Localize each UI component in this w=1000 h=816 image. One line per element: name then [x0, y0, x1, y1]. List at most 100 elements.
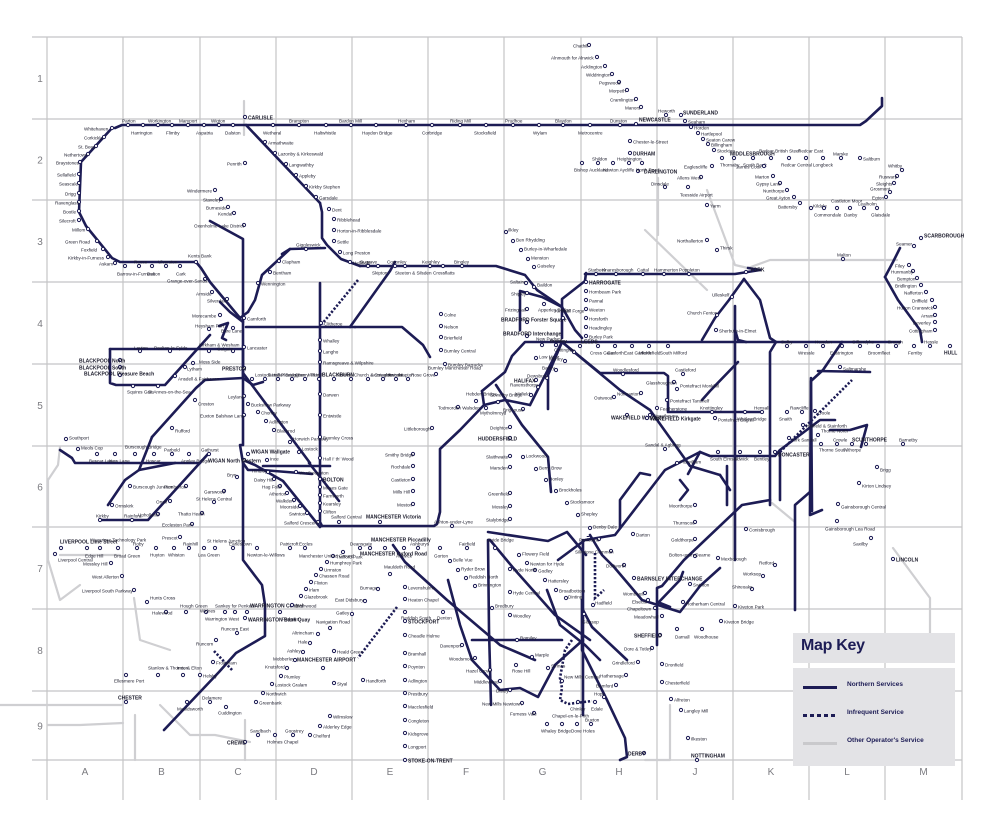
station-marker-icon[interactable]	[117, 364, 123, 370]
station-marker-icon[interactable]	[688, 124, 694, 130]
station[interactable]: Meadowhall	[634, 613, 665, 620]
station-marker-icon[interactable]	[300, 649, 306, 655]
station[interactable]: Micklefield	[639, 343, 661, 356]
station[interactable]: Reddish North	[463, 575, 499, 581]
station[interactable]: Goldthorpe	[671, 536, 698, 543]
station[interactable]: Burscough Junction	[127, 483, 174, 490]
station[interactable]: Meols Cop	[75, 446, 103, 452]
station-marker-icon[interactable]	[112, 260, 118, 266]
station[interactable]: Ravensthorpe	[510, 383, 541, 390]
station[interactable]: Chelford	[307, 732, 331, 739]
station[interactable]: Clifton	[317, 508, 336, 515]
station-marker-icon[interactable]	[890, 556, 896, 562]
station-marker-icon[interactable]	[207, 699, 213, 705]
station-marker-icon[interactable]	[692, 553, 698, 559]
station[interactable]: Knottingley	[700, 406, 723, 415]
station[interactable]: Arnside	[196, 289, 215, 297]
station[interactable]: Cuddington	[218, 704, 242, 716]
station-marker-icon[interactable]	[861, 205, 867, 211]
station-marker-icon[interactable]	[553, 367, 559, 373]
station[interactable]: MANCHESTER Oxford Road	[360, 545, 427, 558]
station[interactable]: Broomfleet	[868, 343, 891, 356]
station[interactable]: Dore & Totley	[624, 645, 655, 652]
station[interactable]: Sowerby Bridge	[490, 393, 523, 405]
station[interactable]: Helsby	[197, 672, 218, 679]
station[interactable]: Shildon	[592, 157, 608, 166]
station[interactable]: Metrocentre	[578, 122, 603, 136]
station-marker-icon[interactable]	[427, 263, 433, 269]
station-marker-icon[interactable]	[249, 376, 255, 382]
station[interactable]: Denton	[437, 609, 452, 621]
station-marker-icon[interactable]	[134, 545, 140, 551]
station-marker-icon[interactable]	[331, 648, 337, 654]
station[interactable]: Ince & Elton	[177, 666, 202, 678]
station-marker-icon[interactable]	[276, 258, 282, 264]
station-marker-icon[interactable]	[155, 672, 161, 678]
station[interactable]: Rochdale	[391, 463, 416, 470]
station-marker-icon[interactable]	[503, 229, 509, 235]
station[interactable]: Brigg	[874, 464, 891, 473]
station[interactable]: Liverpool South Parkway	[82, 587, 137, 594]
station[interactable]: Burneside	[206, 204, 231, 211]
station[interactable]: Eccleston Park	[162, 521, 195, 528]
station[interactable]: Woodhouse	[694, 626, 719, 640]
station-marker-icon[interactable]	[303, 246, 309, 252]
station[interactable]: Sandbach	[250, 729, 271, 738]
station-marker-icon[interactable]	[518, 247, 524, 253]
station-marker-icon[interactable]	[545, 665, 551, 671]
station-marker-icon[interactable]	[225, 204, 231, 210]
station-marker-icon[interactable]	[97, 517, 103, 523]
station-marker-icon[interactable]	[633, 96, 639, 102]
station[interactable]: New Lane	[109, 451, 130, 464]
station[interactable]: Cononley	[387, 260, 407, 269]
station-marker-icon[interactable]	[262, 139, 268, 145]
station-marker-icon[interactable]	[588, 721, 594, 727]
station-marker-icon[interactable]	[529, 654, 535, 660]
station[interactable]: Kirkby Stephen	[303, 183, 341, 190]
station-marker-icon[interactable]	[155, 511, 161, 517]
station[interactable]: MANCHESTER Victoria	[366, 515, 421, 525]
station[interactable]: Navigation Road	[316, 620, 350, 631]
station-marker-icon[interactable]	[241, 412, 247, 418]
station-marker-icon[interactable]	[709, 163, 715, 169]
station[interactable]: Settle	[331, 238, 349, 245]
station[interactable]: Penistone	[579, 536, 602, 543]
station-marker-icon[interactable]	[254, 545, 260, 551]
station[interactable]: Bootle	[63, 208, 82, 215]
station-marker-icon[interactable]	[520, 406, 526, 412]
station-marker-icon[interactable]	[241, 393, 247, 399]
station-marker-icon[interactable]	[507, 589, 513, 595]
station-marker-icon[interactable]	[212, 545, 218, 551]
station-marker-icon[interactable]	[507, 424, 513, 430]
station[interactable]: Chesterfield	[659, 679, 690, 686]
station[interactable]: Widnes	[200, 609, 216, 615]
station-marker-icon[interactable]	[507, 490, 513, 496]
station[interactable]: Trafford Park	[330, 553, 363, 560]
station-marker-icon[interactable]	[613, 682, 619, 688]
station[interactable]: Flimby	[166, 122, 180, 136]
station[interactable]: Roby	[133, 542, 144, 551]
station[interactable]: Ruswarp	[879, 173, 900, 180]
station[interactable]: Teesside Airport	[680, 184, 713, 198]
station-marker-icon[interactable]	[171, 545, 177, 551]
station-marker-icon[interactable]	[487, 667, 493, 673]
station[interactable]: Smithy Bridge	[385, 451, 416, 458]
station-marker-icon[interactable]	[169, 122, 175, 128]
station[interactable]: WARRINGTON Bank Quay	[242, 615, 310, 624]
station[interactable]: DARLINGTON	[635, 168, 678, 176]
station[interactable]: Sherburn-in-Elmet	[713, 327, 757, 334]
station-marker-icon[interactable]	[564, 500, 570, 506]
station-marker-icon[interactable]	[317, 337, 323, 343]
station[interactable]: St Helens Central	[196, 497, 232, 505]
station-marker-icon[interactable]	[293, 172, 299, 178]
station-marker-icon[interactable]	[402, 596, 408, 602]
station[interactable]: Nethertown	[64, 151, 91, 158]
station[interactable]: Green Road	[65, 238, 100, 245]
station[interactable]: Gilberdyke	[852, 340, 874, 349]
station-marker-icon[interactable]	[645, 597, 651, 603]
station-marker-icon[interactable]	[201, 122, 207, 128]
station[interactable]: Mills Hill	[393, 488, 416, 495]
station[interactable]: Bromley Cross	[317, 434, 354, 441]
station[interactable]: Kents Bank	[188, 254, 212, 265]
station[interactable]: Beverley	[913, 319, 938, 326]
